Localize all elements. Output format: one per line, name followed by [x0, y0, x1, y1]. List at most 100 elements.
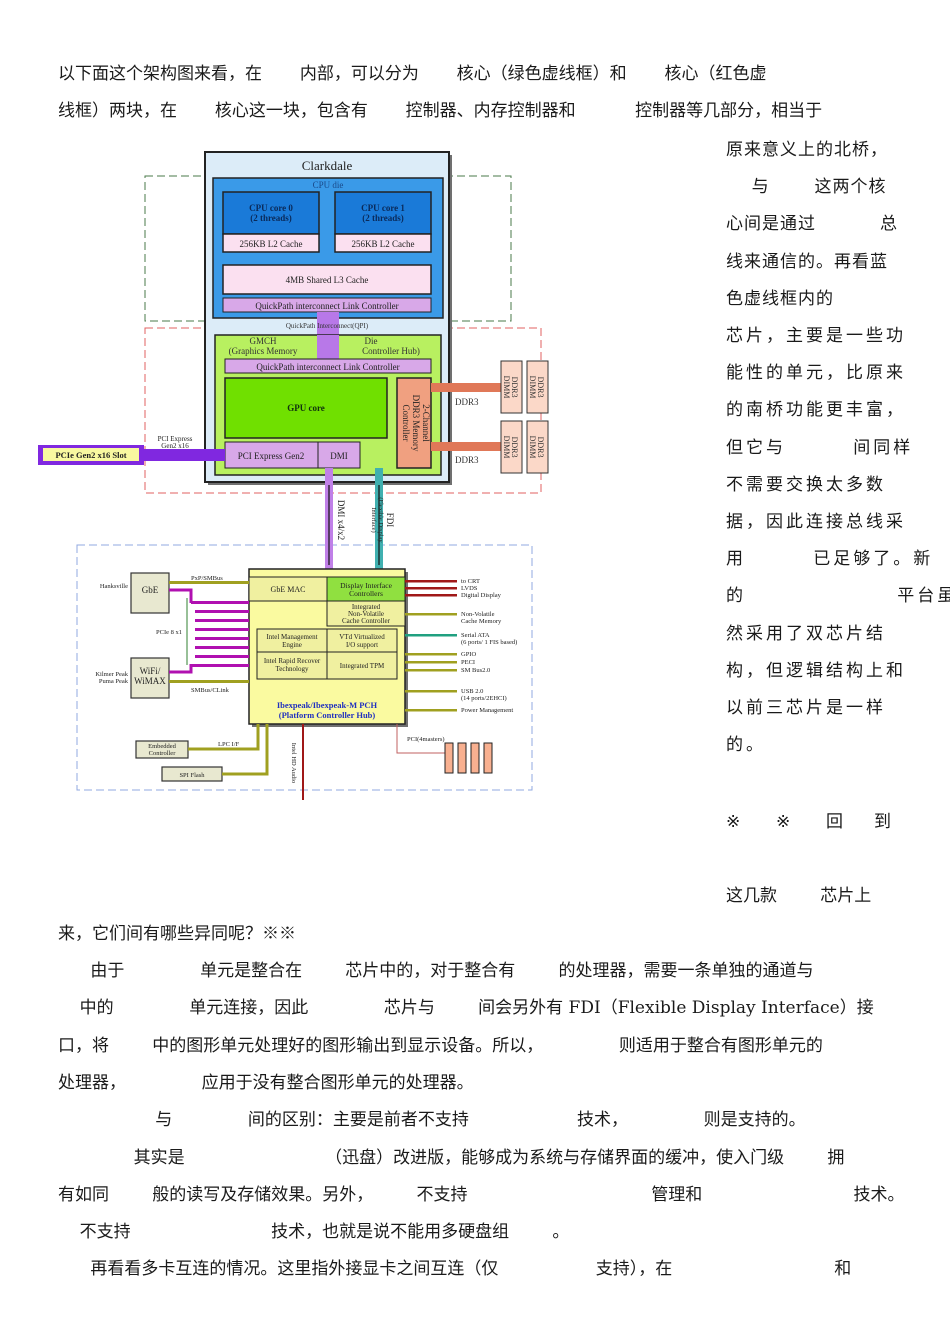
right-column-line: 原来意义上的北桥， — [726, 140, 888, 160]
svg-text:CPU core 0: CPU core 0 — [249, 203, 293, 213]
right-column-line: 色虚线框内的 — [726, 288, 834, 309]
pcie-lane — [195, 628, 249, 631]
svg-text:CPU core 1: CPU core 1 — [361, 203, 405, 213]
svg-text:FDI: FDI — [385, 513, 395, 528]
pch-output-label: Non-Volatile — [461, 611, 495, 618]
gbe-device — [130, 572, 170, 614]
right-column-line: 构，但逻辑结构上和 — [726, 660, 906, 681]
svg-text:DDR3 Memory: DDR3 Memory — [411, 395, 421, 452]
right-spaced-1: ※ — [726, 812, 744, 832]
body-line: 不支持 技术，也就是说不能用多硬盘组 。 — [58, 1222, 570, 1243]
pch-output-label: GPIO — [461, 651, 476, 658]
pch-output-line — [405, 594, 457, 597]
dimm — [500, 360, 523, 414]
svg-text:Hanksville: Hanksville — [100, 583, 128, 590]
svg-text:Ibexpeak/Ibexpeak-M PCH: Ibexpeak/Ibexpeak-M PCH — [277, 700, 378, 710]
pch-output-line — [405, 690, 457, 693]
svg-text:Embedded: Embedded — [148, 743, 177, 750]
intro-line-2: 线框）两块，在 核心这一块，包含有 控制器、内存控制器和 控制器等几部分，相当于 — [58, 101, 823, 121]
pch-output-line — [405, 653, 457, 656]
body-line: 处理器， 应用于没有整合图形单元的处理器。 — [58, 1072, 474, 1093]
dimm — [500, 420, 523, 474]
svg-text:Kilmer Peak: Kilmer Peak — [95, 671, 128, 678]
svg-text:GbE MAC: GbE MAC — [271, 585, 306, 594]
svg-text:Interface): Interface) — [370, 507, 377, 532]
ddr3-bus-2 — [431, 442, 503, 451]
l2-cache-0 — [222, 233, 320, 253]
pcie-lane — [195, 610, 249, 613]
svg-text:WiMAX: WiMAX — [134, 676, 166, 686]
svg-text:QuickPath Interconnect(QPI): QuickPath Interconnect(QPI) — [286, 322, 369, 330]
right-column-line: 芯片，主要是一些功 — [726, 326, 906, 346]
pci-slots — [444, 742, 493, 774]
svg-text:4MB Shared L3 Cache: 4MB Shared L3 Cache — [286, 275, 369, 285]
svg-text:2-Channel: 2-Channel — [421, 404, 431, 442]
dimm-label: DIMM — [502, 376, 511, 399]
svg-text:GPU core: GPU core — [287, 403, 325, 413]
svg-text:Engine: Engine — [282, 641, 302, 649]
svg-text:Controller Hub): Controller Hub) — [362, 346, 420, 356]
pch-output-line — [405, 661, 457, 664]
pcie-gen2-block — [224, 441, 319, 469]
right-column-line: 与 这两个核 — [726, 177, 887, 198]
pci-slot — [457, 742, 467, 774]
body-line: 其实是 （迅盘）改进版，能够成为系统与存储界面的缓冲，使入门级 拥 — [58, 1147, 845, 1168]
pcie-lane — [195, 646, 249, 649]
pcie-lane — [195, 637, 249, 640]
svg-text:Controllers: Controllers — [349, 589, 383, 598]
svg-text:DMI: DMI — [330, 451, 348, 461]
svg-text:PCI(4masters): PCI(4masters) — [407, 736, 445, 743]
svg-text:I/O support: I/O support — [346, 641, 378, 649]
right-spaced-3: 回 — [826, 812, 846, 832]
svg-text:GbE: GbE — [142, 585, 159, 595]
memory-controller — [396, 377, 432, 469]
svg-text:PCI Express Gen2: PCI Express Gen2 — [238, 451, 305, 461]
dimm-label: DDR3 — [510, 437, 519, 458]
svg-text:PCIe Gen2 x16 Slot: PCIe Gen2 x16 Slot — [55, 450, 126, 460]
svg-text:256KB L2 Cache: 256KB L2 Cache — [352, 239, 415, 249]
pci-slot — [470, 742, 480, 774]
pcie-8x1-lanes — [169, 588, 249, 674]
svg-text:QuickPath interconnect Link Co: QuickPath interconnect Link Controller — [256, 362, 399, 372]
svg-text:(Flexible Display: (Flexible Display — [377, 497, 384, 543]
pch-output-line — [405, 587, 457, 590]
right-tail: 这几款 芯片上 — [726, 886, 872, 906]
right-spaced-4: 到 — [874, 812, 894, 832]
svg-text:Intel Rapid Recover: Intel Rapid Recover — [264, 657, 321, 665]
pch-output-line — [405, 634, 457, 637]
dimm-label: DDR3 — [536, 437, 545, 458]
architecture-diagram: Clarkdale CPU die CPU core 0 (2 threads)… — [38, 151, 549, 800]
pch-output-line — [405, 709, 457, 712]
body-line: 有如同 般的读写及存储效果。另外， 不支持 管理和 技术。 — [58, 1184, 905, 1205]
pch-output-label: PECI — [461, 659, 475, 666]
pcie-lane — [191, 601, 249, 604]
pci-slot — [444, 742, 454, 774]
cpu-core-0 — [222, 191, 320, 235]
wifi-device — [130, 657, 170, 699]
gbe-mac — [248, 576, 328, 602]
question-line: 来，它们间有哪些异同呢？※※ — [58, 924, 296, 944]
svg-text:DDR3: DDR3 — [455, 455, 479, 465]
dimm-label: DIMM — [528, 436, 537, 459]
pch-output-label: Cache Memory — [461, 618, 502, 625]
svg-text:Cache Controller: Cache Controller — [342, 617, 391, 625]
right-column-line: 然采用了双芯片结 — [726, 623, 886, 644]
svg-text:Non-Volatile: Non-Volatile — [348, 610, 384, 618]
svg-text:(Platform Controller Hub): (Platform Controller Hub) — [279, 710, 376, 720]
pch-frame — [76, 544, 533, 791]
svg-text:DDR3: DDR3 — [455, 397, 479, 407]
clarkdale-title: Clarkdale — [302, 158, 353, 173]
right-column-line: 不需要交换太多数 — [726, 474, 886, 495]
svg-text:(Graphics Memory: (Graphics Memory — [229, 346, 298, 356]
pcie-lane — [191, 664, 249, 667]
svg-text:VTd Virtualized: VTd Virtualized — [339, 633, 385, 641]
svg-text:(2 threads): (2 threads) — [250, 213, 292, 223]
intro-line-1: 以下面这个架构图来看，在 内部，可以分为 核心（绿色虚线框）和 核心（红色虚 — [58, 64, 767, 84]
right-column-line: 的。 — [726, 735, 766, 756]
pch-output-label: (6 ports/ 1 FIS based) — [461, 639, 517, 646]
gpu-core — [224, 377, 388, 439]
dimm — [526, 420, 549, 474]
svg-text:Intel Management: Intel Management — [266, 633, 317, 641]
svg-text:(2 threads): (2 threads) — [362, 213, 404, 223]
